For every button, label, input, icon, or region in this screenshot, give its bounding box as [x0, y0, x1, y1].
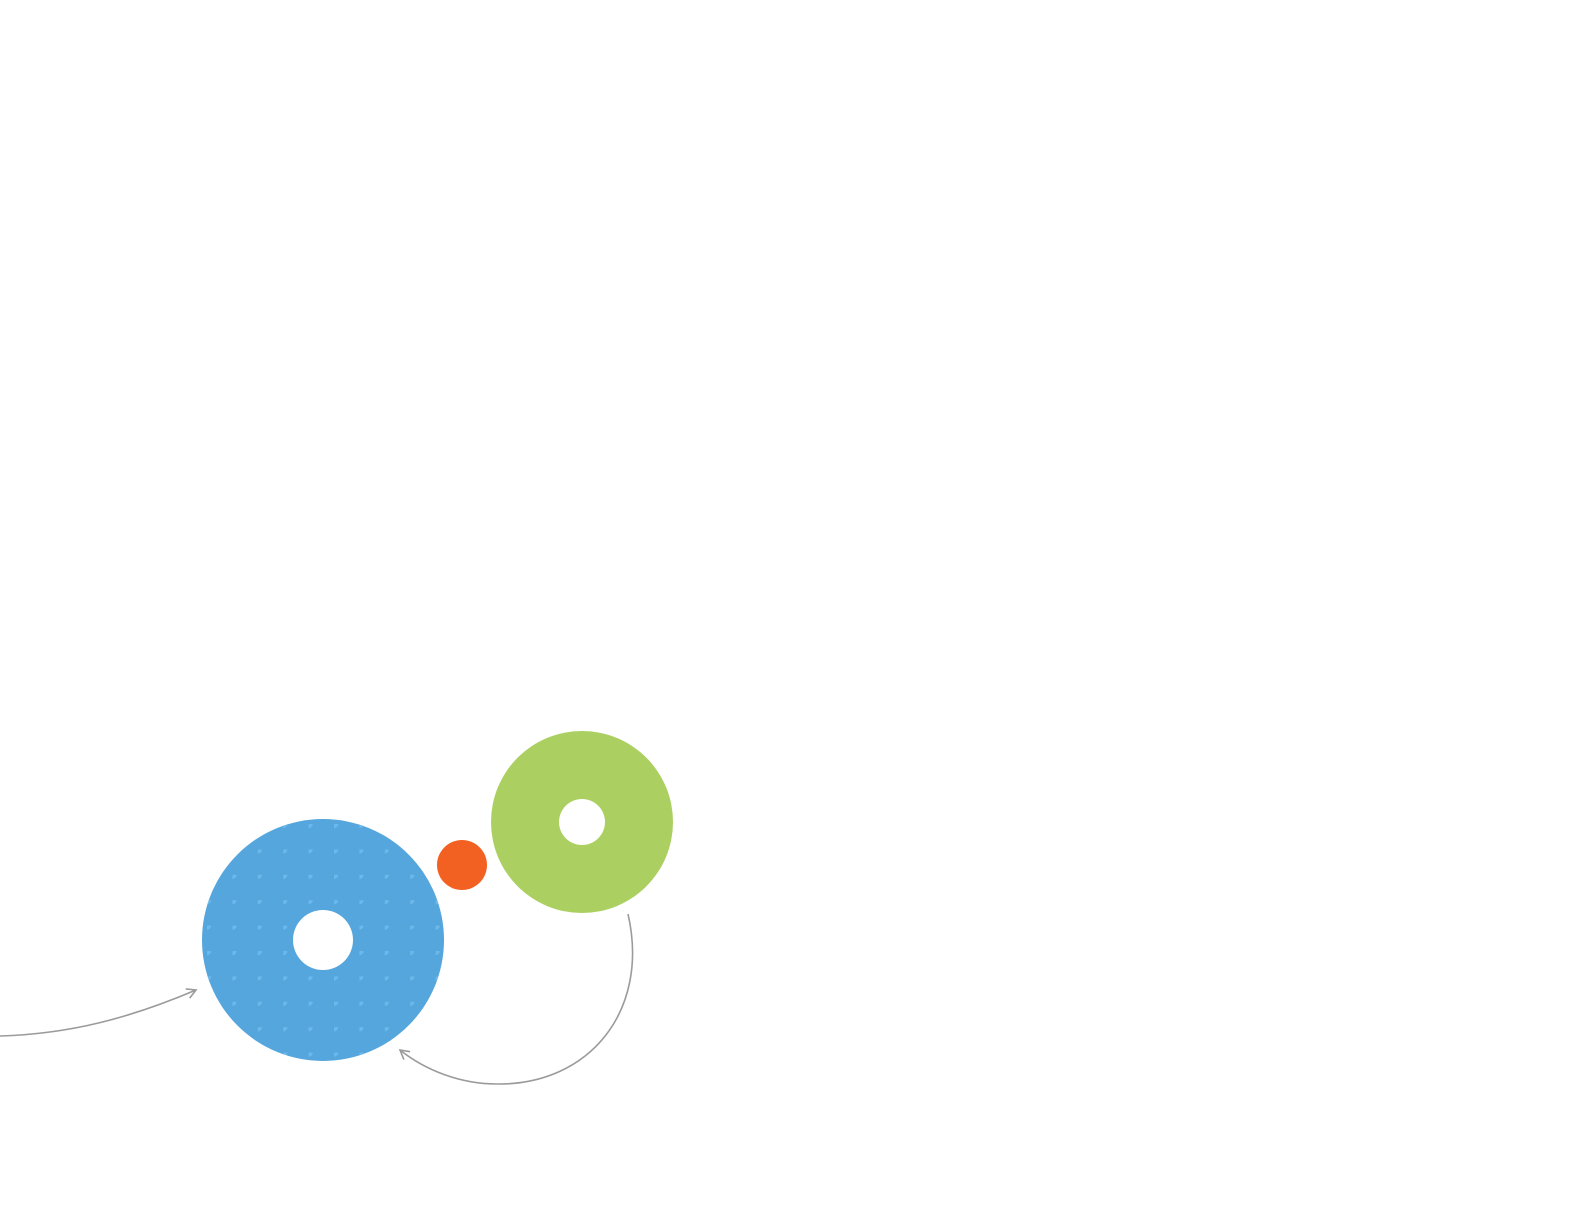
- return-arrow: [398, 913, 634, 1085]
- green-ring: [491, 731, 673, 913]
- blue-ring: [202, 819, 444, 1061]
- incoming-arrow: [0, 988, 198, 1037]
- blue-ring-hole: [293, 910, 353, 970]
- green-ring-hole: [559, 799, 605, 845]
- orange-dot: [437, 840, 487, 890]
